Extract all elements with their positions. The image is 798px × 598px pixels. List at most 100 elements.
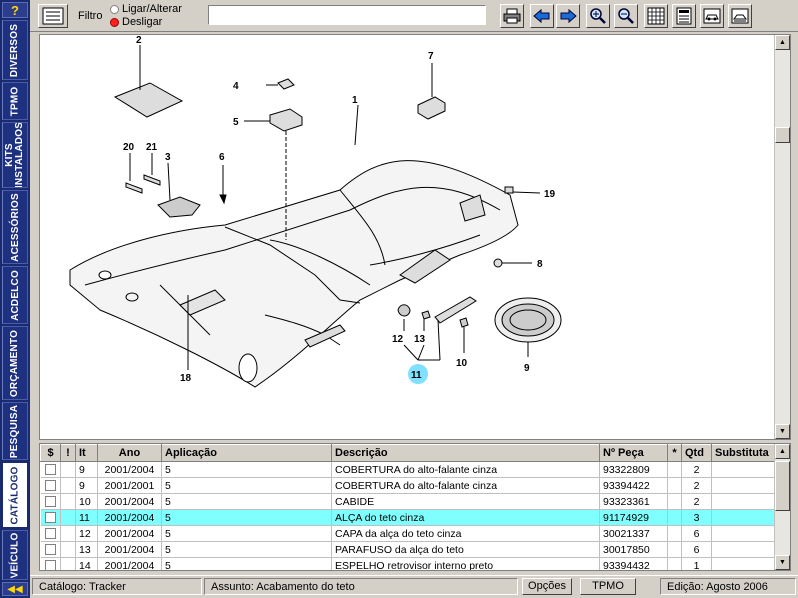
callout-2[interactable]: 2: [136, 35, 142, 46]
callout-10[interactable]: 10: [456, 358, 468, 369]
forward-button[interactable]: [556, 4, 580, 28]
cell-substituta: [711, 557, 777, 570]
search-input[interactable]: [208, 5, 486, 25]
parts-diagram[interactable]: 2 1 4 5 7 20 21 3 6 19 8 9 10 12 13 11 1…: [39, 34, 791, 440]
tpmo-button[interactable]: TPMO: [580, 578, 636, 595]
col-header-qtd[interactable]: Qtd: [681, 444, 712, 462]
col-header-substituta[interactable]: Substituta: [711, 444, 777, 462]
col-header-item[interactable]: It: [75, 444, 98, 462]
tab-orcamento[interactable]: ORÇAMENTO: [2, 326, 28, 400]
callout-21[interactable]: 21: [146, 142, 158, 153]
callout-6[interactable]: 6: [219, 152, 225, 163]
filter-icon-button[interactable]: [38, 4, 68, 28]
back-button[interactable]: [530, 4, 554, 28]
cell-item: 12: [75, 525, 98, 542]
callout-5[interactable]: 5: [233, 117, 239, 128]
collapse-sidebar-button[interactable]: ◀◀: [2, 582, 28, 596]
scroll-thumb[interactable]: [775, 127, 790, 143]
cell-alert: [60, 461, 76, 478]
tab-acdelco[interactable]: ACDELCO: [2, 266, 28, 324]
row-checkbox[interactable]: [44, 480, 56, 492]
cell-peca: 93394432: [599, 557, 668, 570]
zoom-in-button[interactable]: [586, 4, 610, 28]
callout-3[interactable]: 3: [165, 152, 171, 163]
cell-check: [40, 557, 61, 570]
col-header-alert[interactable]: !: [60, 444, 76, 462]
row-checkbox[interactable]: [44, 560, 56, 570]
tab-kits-instalados[interactable]: KITS INSTALADOS: [2, 122, 28, 188]
grid-view-button[interactable]: [644, 4, 668, 28]
row-checkbox[interactable]: [44, 464, 56, 476]
callout-8[interactable]: 8: [537, 259, 543, 270]
tab-acessorios[interactable]: ACESSÓRIOS: [2, 190, 28, 264]
scroll-up-arrow-icon[interactable]: ▲: [775, 35, 790, 50]
row-checkbox[interactable]: [44, 496, 56, 508]
tab-catalogo[interactable]: CATÁLOGO: [2, 462, 28, 528]
cell-descricao: PARAFUSO da alça do teto: [331, 541, 600, 558]
table-scrollbar[interactable]: ▲ ▼: [774, 444, 790, 570]
callout-18[interactable]: 18: [180, 373, 192, 384]
radio-selected-icon: [110, 17, 119, 27]
scroll-down-arrow-icon[interactable]: ▼: [775, 555, 790, 570]
vehicle-button[interactable]: [700, 4, 724, 28]
zoom-out-icon: [618, 8, 634, 24]
row-checkbox[interactable]: [44, 512, 56, 524]
col-header-peca[interactable]: Nº Peça: [599, 444, 668, 462]
scroll-up-arrow-icon[interactable]: ▲: [775, 444, 790, 459]
tab-label: ACDELCO: [9, 269, 21, 321]
callout-12[interactable]: 12: [392, 334, 404, 345]
radio-desligar[interactable]: Desligar: [110, 16, 162, 28]
diagram-scrollbar[interactable]: ▲ ▼: [774, 35, 790, 439]
cell-descricao: COBERTURA do alto-falante cinza: [331, 477, 600, 494]
zoom-out-button[interactable]: [614, 4, 638, 28]
help-button[interactable]: ?: [2, 2, 28, 18]
callout-4[interactable]: 4: [233, 81, 239, 92]
tab-label: ORÇAMENTO: [9, 329, 21, 397]
tab-diversos[interactable]: DIVERSOS: [2, 20, 28, 80]
cell-qtd: 3: [681, 509, 712, 526]
zoom-in-icon: [590, 8, 606, 24]
callout-9[interactable]: 9: [524, 363, 530, 374]
callout-11[interactable]: 11: [411, 370, 422, 381]
filter-label: Filtro: [78, 10, 103, 22]
col-header-descricao[interactable]: Descrição: [331, 444, 600, 462]
callout-7[interactable]: 7: [428, 51, 434, 62]
tab-label: ACESSÓRIOS: [9, 192, 21, 262]
callout-13[interactable]: 13: [414, 334, 426, 345]
print-button[interactable]: [500, 4, 524, 28]
tab-tpmo[interactable]: TPMO: [2, 82, 28, 120]
cell-aplicacao: 5: [161, 493, 332, 510]
cell-item: 13: [75, 541, 98, 558]
tab-pesquisa[interactable]: PESQUISA: [2, 402, 28, 460]
cell-peca: 91174929: [599, 509, 668, 526]
row-checkbox[interactable]: [44, 528, 56, 540]
row-checkbox[interactable]: [44, 544, 56, 556]
callout-20[interactable]: 20: [123, 142, 135, 153]
callout-1[interactable]: 1: [352, 95, 358, 106]
opcoes-button[interactable]: Opções: [522, 578, 572, 595]
cell-peca: 93323361: [599, 493, 668, 510]
col-header-price[interactable]: $: [40, 444, 61, 462]
cell-alert: [60, 525, 76, 542]
cell-substituta: [711, 461, 777, 478]
scroll-thumb[interactable]: [775, 461, 790, 511]
status-assunto: Assunto: Acabamento do teto: [204, 578, 518, 595]
cell-substituta: [711, 541, 777, 558]
col-header-aplicacao[interactable]: Aplicação: [161, 444, 332, 462]
cell-aplicacao: 5: [161, 557, 332, 570]
col-header-ano[interactable]: Ano: [97, 444, 162, 462]
calculator-button[interactable]: [672, 4, 696, 28]
callout-19[interactable]: 19: [544, 189, 556, 200]
vehicle-exit-button[interactable]: [728, 4, 752, 28]
col-header-star[interactable]: *: [667, 444, 682, 462]
radio-ligar[interactable]: Ligar/Alterar: [110, 3, 182, 15]
tab-veiculo[interactable]: VEÍCULO: [2, 530, 28, 580]
scroll-down-arrow-icon[interactable]: ▼: [775, 424, 790, 439]
